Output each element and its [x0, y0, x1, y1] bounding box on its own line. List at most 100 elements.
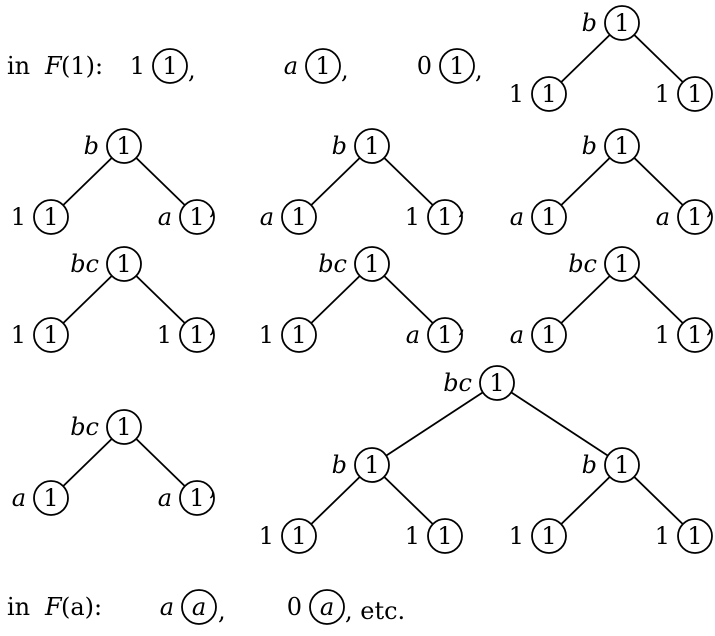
big-tree-child-0-label: b [332, 451, 347, 479]
tree-2-left-node-value: 1 [291, 203, 306, 231]
tree-0-root-node-circle [604, 5, 640, 41]
tree-2-left-label: a [260, 203, 274, 231]
tree-2-root-node-circle [354, 128, 390, 164]
simple-f1-2-label: 0 [417, 52, 432, 80]
tree-comma-3: , [209, 310, 217, 338]
tree-1-left-label: 1 [11, 203, 26, 231]
tree-comma-6: , [209, 473, 217, 501]
tree-0-left-node-circle [531, 76, 567, 112]
tree-6-left-node-value: 1 [541, 321, 556, 349]
tree-1-right-label: a [158, 203, 172, 231]
tree-3-right-node-circle [677, 199, 713, 235]
tree-5-left-label: 1 [259, 321, 274, 349]
tree-7-right-node-circle [179, 480, 215, 516]
tree-1-root-node-value: 1 [116, 132, 131, 160]
tree-2-left-node-circle [281, 199, 317, 235]
tree-4-right-node-circle [179, 317, 215, 353]
tree-5-right-node-circle [427, 317, 463, 353]
tree-5-left-node-circle [281, 317, 317, 353]
tree-7-root-node-value: 1 [116, 413, 131, 441]
big-tree-child-1-left-node-circle [531, 518, 567, 554]
big-tree-root-node-value: 1 [489, 369, 504, 397]
tree-4-right-label: 1 [157, 321, 172, 349]
tree-3-root-label: b [582, 132, 597, 160]
tree-4-right-node-value: 1 [189, 321, 204, 349]
big-tree-child-1-right-node-value: 1 [687, 522, 702, 550]
tree-5-right-label: a [406, 321, 420, 349]
simple-f1-2-comma: , [475, 56, 483, 84]
big-tree-child-0-right-node-circle [427, 518, 463, 554]
simple-fa-0-node-value: a [192, 593, 206, 621]
tree-2-root-node-value: 1 [364, 132, 379, 160]
tree-5-right-edge [383, 275, 434, 324]
tree-2-right-label: 1 [405, 203, 420, 231]
tree-1-left-edge [62, 157, 113, 206]
tree-7-left-node-circle [33, 480, 69, 516]
fa-label-prefix-suffix: (a): [61, 593, 102, 621]
tree-6-root-label: bc [568, 250, 597, 278]
tree-6-root-node-circle [604, 246, 640, 282]
tree-0-right-label: 1 [655, 80, 670, 108]
simple-f1-2-node-value: 1 [449, 52, 464, 80]
big-tree-child-0-right-label: 1 [405, 522, 420, 550]
simple-f1-0-label: 1 [130, 52, 145, 80]
big-tree-child-0-node-circle [354, 447, 390, 483]
big-tree-child-0-right-node-value: 1 [437, 522, 452, 550]
tree-3-left-edge [560, 157, 611, 206]
tree-6-right-edge [633, 275, 684, 324]
tree-0-left-edge [560, 34, 611, 83]
tree-4-root-label: bc [70, 250, 99, 278]
tree-comma-5: , [706, 310, 714, 338]
big-tree-child-1-node-circle [604, 447, 640, 483]
tree-7-right-label: a [158, 484, 172, 512]
tree-6-right-node-circle [677, 317, 713, 353]
tree-7-right-edge [135, 438, 186, 487]
tree-4-root-node-circle [106, 246, 142, 282]
tree-6-left-label: a [510, 321, 524, 349]
tree-comma-1: , [458, 192, 466, 220]
tree-6-right-label: 1 [655, 321, 670, 349]
tree-1-root-node-circle [106, 128, 142, 164]
simple-fa-0-node-circle [181, 589, 217, 625]
simple-f1-0-comma: , [188, 56, 196, 84]
tree-7-right-node-value: 1 [189, 484, 204, 512]
tree-5-root-label: bc [318, 250, 347, 278]
tree-6-root-node-value: 1 [614, 250, 629, 278]
f1-label-prefix: in [7, 52, 30, 80]
tree-0-right-edge [633, 34, 684, 83]
simple-f1-1-node-circle [305, 48, 341, 84]
tree-7-root-label: bc [70, 413, 99, 441]
big-tree-edge-1 [510, 391, 609, 457]
tree-7-left-node-value: 1 [43, 484, 58, 512]
tree-3-right-edge [633, 157, 684, 206]
big-tree-child-0-node-value: 1 [364, 451, 379, 479]
tree-5-root-node-circle [354, 246, 390, 282]
tree-4-left-node-circle [33, 317, 69, 353]
tree-comma-2: , [706, 192, 714, 220]
big-tree-child-1-label: b [582, 451, 597, 479]
big-tree-root-label: bc [443, 369, 472, 397]
simple-fa-0-comma: , [218, 597, 226, 625]
tree-3-root-node-circle [604, 128, 640, 164]
tree-0-right-node-circle [677, 76, 713, 112]
tree-1-right-node-value: 1 [189, 203, 204, 231]
tree-2-left-edge [310, 157, 361, 206]
f1-label-suffix: (1): [61, 52, 103, 80]
simple-f1-1-node-value: 1 [315, 52, 330, 80]
tree-2-root-label: b [332, 132, 347, 160]
big-tree-child-1-node-value: 1 [614, 451, 629, 479]
tree-0-right-node-value: 1 [687, 80, 702, 108]
tree-5-root-node-value: 1 [364, 250, 379, 278]
tree-0-root-label: b [582, 9, 597, 37]
tree-4-left-label: 1 [11, 321, 26, 349]
simple-f1-0-node-value: 1 [162, 52, 177, 80]
tree-6-left-node-circle [531, 317, 567, 353]
fa-label-variable: F [44, 593, 63, 621]
tree-7-left-edge [62, 438, 113, 487]
big-tree-child-0-left-label: 1 [259, 522, 274, 550]
tree-comma-4: , [458, 310, 466, 338]
tree-1-left-node-circle [33, 199, 69, 235]
simple-f1-1-comma: , [341, 56, 349, 84]
simple-f1-1-label: a [284, 52, 298, 80]
